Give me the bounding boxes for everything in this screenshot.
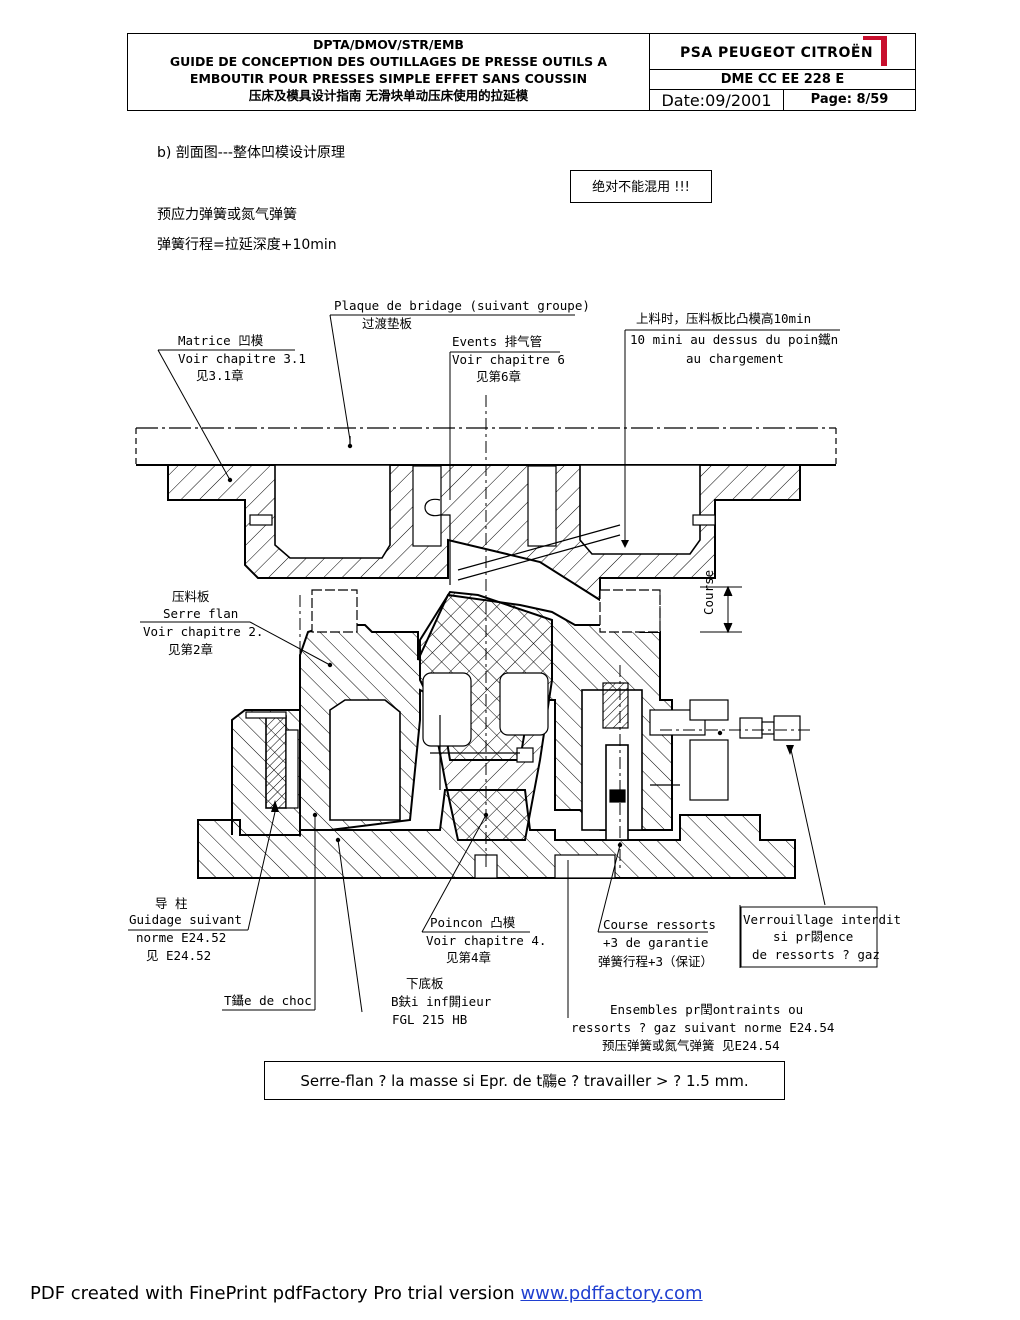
label-guide-cn-2: 见 E24.52 (146, 948, 212, 963)
spring-stroke-text: 弹簧行程=拉延深度+10min (157, 237, 337, 253)
label-poincon-cn: 见第4章 (446, 950, 492, 965)
label-base-fr: B鈇i inf閞ieur (391, 994, 492, 1009)
label-matrice-chapter: Voir chapitre 3.1 (178, 351, 306, 366)
leader-lines (128, 314, 840, 1018)
label-matrice-fr: Matrice 凹模 (178, 333, 264, 348)
label-plaque-fr: Plaque de bridage (suivant groupe) (334, 298, 590, 313)
label-events-fr: Events 排气管 (452, 334, 543, 349)
label-matrice-cn: 见3.1章 (196, 368, 244, 383)
upper-die-matrice (167, 464, 801, 602)
footer-text: PDF created with FinePrint pdfFactory Pr… (30, 1283, 521, 1304)
brand-logo-mark-icon (881, 36, 887, 66)
title-line-2: GUIDE DE CONCEPTION DES OUTILLAGES DE PR… (169, 54, 608, 69)
label-talon: T鑷e de choc (224, 993, 312, 1008)
punch-poincon (419, 590, 553, 841)
course-dimension (700, 585, 742, 634)
label-poincon-fr: Poincon 凸模 (430, 915, 516, 930)
label-guide-cn: 导 柱 (155, 896, 188, 911)
label-plaque-cn: 过渡垫板 (362, 316, 413, 331)
label-base-cn: 下底板 (406, 976, 444, 991)
gas-spring-assembly (581, 682, 801, 841)
pdf-footer: PDF created with FinePrint pdfFactory Pr… (30, 1283, 703, 1304)
label-locking-2: si pr閟ence (773, 929, 854, 944)
label-ensembles-1: Ensembles pr閏ontraints ou (610, 1002, 804, 1017)
title-line-1: DPTA/DMOV/STR/EMB (313, 37, 464, 52)
label-poincon-chapter: Voir chapitre 4. (426, 933, 547, 948)
warning-box: 绝对不能混用 !!! (570, 170, 712, 203)
label-serre-cn: 压料板 (172, 589, 210, 604)
locking-note-box (740, 906, 878, 968)
label-locking-1: Verrouillage interdit (743, 912, 902, 927)
label-ensembles-3: 预压弹簧或氮气弹簧 见E24.54 (602, 1038, 780, 1053)
document-date: Date:09/2001 (650, 90, 784, 110)
label-ensembles-2: ressorts ? gaz suivant norme E24.54 (571, 1020, 835, 1035)
label-guide-fr-2: norme E24.52 (136, 930, 227, 945)
label-course-ressorts-3: 弹簧行程+3（保证） (598, 954, 714, 969)
centre-lines (299, 395, 810, 870)
leader-arrowheads (227, 443, 794, 848)
title-line-4: 压床及模具设计指南 无滑块单动压床使用的拉延模 (248, 88, 529, 103)
label-course-ressorts-1: Course ressorts (603, 917, 716, 932)
blank-holder-note-box: Serre-flan ? la masse si Epr. de t鬺e ? t… (264, 1061, 785, 1100)
label-base-material: FGL 215 HB (392, 1012, 468, 1027)
header-table: DPTA/DMOV/STR/EMB GUIDE DE CONCEPTION DE… (127, 33, 916, 111)
wear-plate-guide (245, 711, 299, 809)
label-course-ressorts-2: +3 de garantie (603, 935, 709, 950)
page-number: Page: 8/59 (810, 92, 889, 107)
footer-link[interactable]: www.pdffactory.com (520, 1283, 703, 1304)
document-title: DPTA/DMOV/STR/EMB GUIDE DE CONCEPTION DE… (128, 34, 650, 110)
label-course: Course (701, 569, 716, 615)
label-events-chapter: Voir chapitre 6 (452, 352, 565, 367)
label-serre-chapter: Voir chapitre 2. (143, 624, 264, 639)
label-serre-fr: Serre flan (163, 606, 239, 621)
section-heading: b) 剖面图---整体凹模设计原理 (157, 145, 345, 161)
title-line-3: EMBOUTIR POUR PRESSES SIMPLE EFFET SANS … (189, 71, 588, 86)
label-events-cn: 见第6章 (476, 369, 522, 384)
label-serre-cn-2: 见第2章 (168, 642, 214, 657)
brand-cell: PSA PEUGEOT CITROËN (650, 34, 915, 70)
spring-type-text: 预应力弹簧或氮气弹簧 (157, 207, 297, 223)
label-loading-fr-1: 10 mini au dessus du poin鐵n (630, 332, 839, 347)
document-reference: DME CC EE 228 E (650, 70, 915, 90)
label-loading-fr-2: au chargement (686, 351, 784, 366)
brand-logo-text: PSA PEUGEOT CITROËN (680, 45, 874, 61)
label-locking-3: de ressorts ? gaz (752, 947, 880, 962)
brand-logo-bar-icon (863, 36, 881, 40)
label-loading-cn: 上料时，压料板比凸模高10min (636, 311, 812, 326)
label-guide-fr-1: Guidage suivant (129, 912, 242, 927)
